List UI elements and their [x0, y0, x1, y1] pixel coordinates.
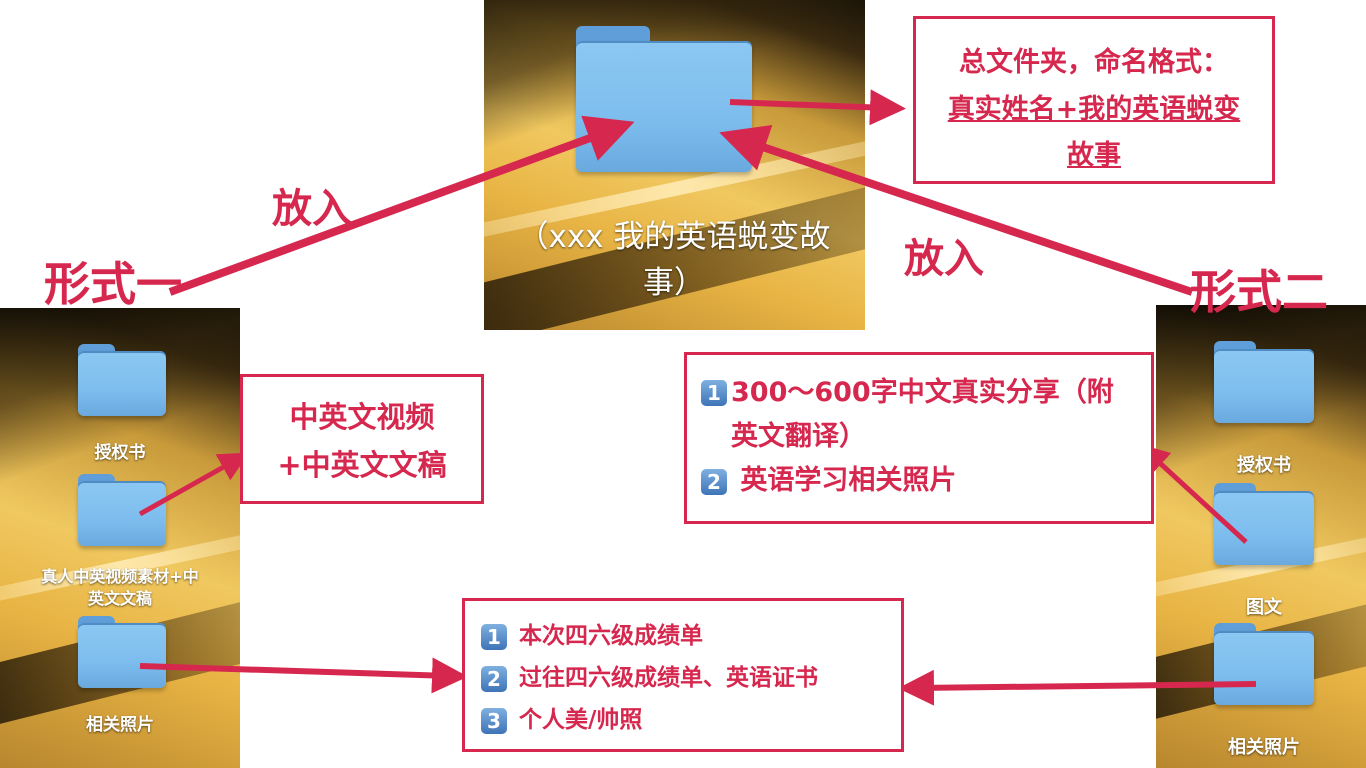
main-folder-icon[interactable]: [576, 26, 752, 172]
folder-icon[interactable]: [78, 616, 166, 688]
folder-icon[interactable]: [78, 344, 166, 416]
number-badge-icon: 2: [701, 468, 727, 495]
folder-icon[interactable]: [78, 474, 166, 546]
form-two-title: 形式二: [1190, 265, 1328, 319]
form-one-folder-label: 真人中英视频素材+中英文文稿: [41, 567, 199, 608]
form-two-folder-label: 授权书: [1237, 455, 1291, 476]
form-two-folder-label: 图文: [1246, 597, 1282, 618]
text-submission-box: 1 300～600字中文真实分享（附英文翻译） 2 英语学习相关照片: [684, 352, 1154, 524]
form-one-folder-label: 相关照片: [86, 715, 154, 735]
naming-format-value: 真实姓名+我的英语蜕变故事: [947, 94, 1241, 171]
main-folder-label: （xxx 我的英语蜕变故事）: [517, 219, 831, 301]
photo-item-label: 本次四六级成绩单: [519, 623, 704, 649]
number-badge-icon: 1: [481, 623, 507, 650]
photo-item-label: 个人美/帅照: [519, 707, 643, 733]
folder-icon[interactable]: [1214, 623, 1314, 705]
photo-box: 1 本次四六级成绩单 2 过往四六级成绩单、英语证书 3 个人美/帅照: [462, 598, 904, 752]
form-two-panel: 授权书 图文 相关照片: [1156, 305, 1366, 768]
form-two-folder-label: 相关照片: [1228, 737, 1300, 758]
number-badge-icon: 2: [481, 665, 507, 692]
put-in-label-right: 放入: [904, 236, 984, 282]
text-item: 1 300～600字中文真实分享（附英文翻译）: [701, 371, 1145, 459]
naming-format-box: 总文件夹，命名格式： 真实姓名+我的英语蜕变故事: [913, 16, 1275, 184]
number-badge-icon: 1: [701, 380, 727, 406]
photo-item-label: 过往四六级成绩单、英语证书: [519, 665, 819, 691]
photo-item: 2 过往四六级成绩单、英语证书: [481, 657, 901, 699]
photo-item: 1 本次四六级成绩单: [481, 615, 901, 657]
form-one-folder-label: 授权书: [94, 443, 146, 463]
form-one-panel: 授权书 真人中英视频素材+中英文文稿 相关照片: [0, 308, 240, 768]
video-box: 中英文视频 +中英文文稿: [240, 374, 484, 504]
naming-format-title: 总文件夹，命名格式：: [959, 47, 1229, 78]
text-item-label: 300～600字中文真实分享（附英文翻译）: [731, 377, 1114, 452]
put-in-label-left: 放入: [272, 186, 352, 232]
photo-item: 3 个人美/帅照: [481, 699, 901, 741]
text-item-label: 英语学习相关照片: [740, 465, 957, 496]
text-item: 2 英语学习相关照片: [701, 459, 1145, 503]
video-box-line2: +中英文文稿: [277, 448, 447, 482]
video-box-line1: 中英文视频: [289, 400, 435, 434]
number-badge-icon: 3: [481, 707, 507, 734]
folder-icon[interactable]: [1214, 483, 1314, 565]
center-folder-panel: （xxx 我的英语蜕变故事）: [484, 0, 865, 330]
form-one-title: 形式一: [44, 257, 182, 311]
folder-icon[interactable]: [1214, 341, 1314, 423]
